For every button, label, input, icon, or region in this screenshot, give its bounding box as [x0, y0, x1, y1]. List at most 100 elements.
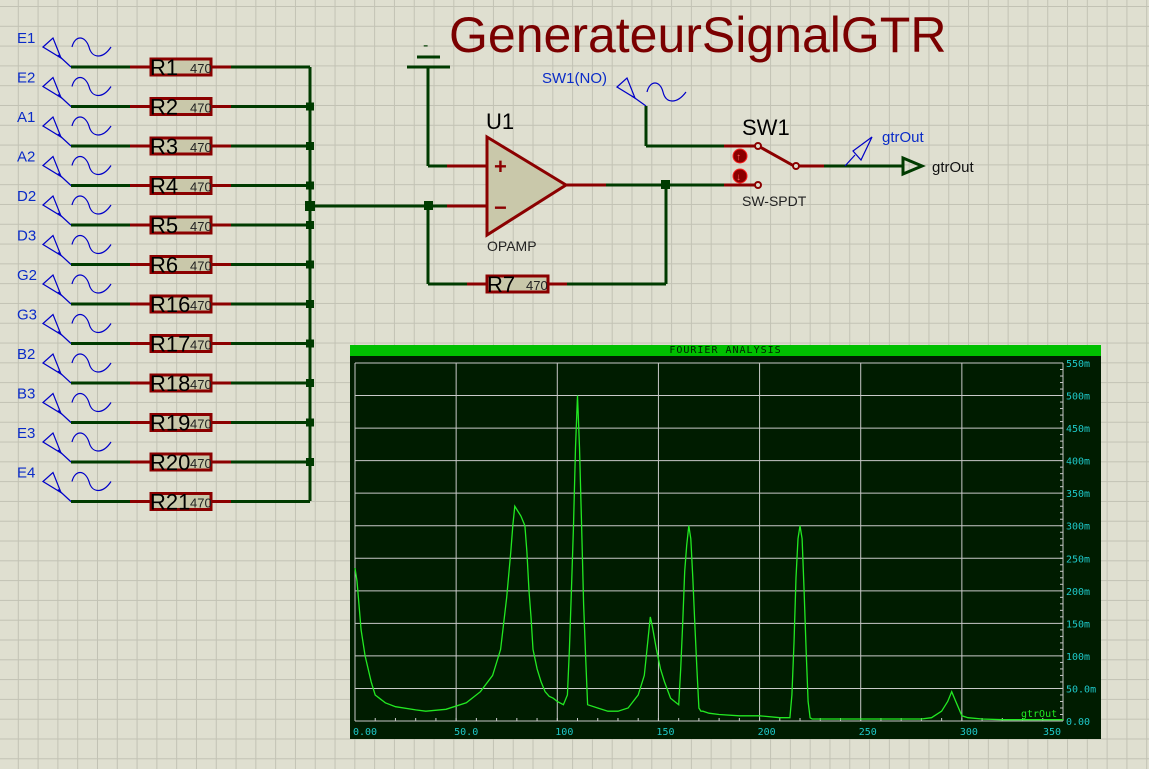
junction-bus [305, 201, 315, 211]
resistor-ref: R1 [150, 55, 178, 80]
switch-type: SW-SPDT [742, 193, 807, 209]
switch-down-button[interactable]: ↓ [732, 168, 748, 184]
schematic-title: GenerateurSignalGTR [449, 7, 946, 63]
generator-arrow-icon [42, 431, 63, 455]
sine-wave-icon [71, 274, 112, 294]
y-tick-label: 200m [1066, 587, 1090, 598]
generator-sw1-no[interactable]: SW1(NO) [542, 70, 724, 148]
resistor-ref: R3 [150, 134, 178, 159]
resistor-value: 470 [190, 456, 212, 471]
sine-wave-icon [71, 234, 112, 255]
generator-label: B3 [17, 386, 35, 403]
resistor-value: 470 [190, 338, 212, 353]
opamp-minus-sign: − [494, 195, 507, 220]
y-tick-label: 250m [1066, 554, 1090, 565]
svg-text:-: - [423, 37, 428, 54]
y-tick-label: 100m [1066, 652, 1090, 663]
resistor-ref: R2 [150, 95, 178, 120]
generator-arrow-icon [42, 76, 63, 99]
y-tick-label: 50.0m [1066, 684, 1096, 695]
generator-label: E4 [17, 465, 35, 482]
ground-symbol: - [407, 37, 450, 168]
generator-label: A1 [17, 109, 35, 126]
switch-sw1[interactable]: SW1 SW-SPDT [724, 115, 824, 209]
x-tick-label: 0.00 [353, 727, 377, 738]
generator-arrow-icon [42, 194, 63, 218]
sine-wave-icon [71, 392, 112, 413]
sine-wave-icon [71, 353, 112, 373]
resistor-value: 470 [190, 417, 212, 432]
generator-label: E1 [17, 30, 35, 47]
x-tick-label: 100 [555, 727, 573, 738]
terminal-label: gtrOut [932, 159, 975, 176]
sine-wave-icon [71, 195, 112, 215]
voltage-probe[interactable]: gtrOut [844, 129, 925, 167]
generator-arrow-icon [42, 392, 63, 415]
resistor-value: 470 [190, 298, 212, 313]
resistor-value: 470 [190, 101, 212, 116]
series-line-gtrOut [354, 395, 1063, 721]
resistor-value: 470 [190, 377, 212, 392]
y-tick-label: 300m [1066, 522, 1090, 533]
resistor-ref: R19 [150, 411, 190, 436]
resistor-ref: R4 [150, 174, 178, 199]
generator-arrow-icon [42, 313, 63, 336]
junction-minus [424, 201, 433, 210]
resistor-r7[interactable]: R7 470 [426, 185, 668, 297]
opamp-ref: U1 [486, 109, 514, 134]
resistor-ref: R18 [150, 371, 190, 396]
generator-arrow-icon [42, 36, 63, 60]
r7-ref: R7 [487, 272, 515, 297]
x-tick-label: 200 [758, 727, 776, 738]
sine-wave-icon [71, 37, 112, 57]
resistor-value: 470 [190, 219, 212, 234]
arrow-up-icon: ↑ [736, 152, 741, 163]
generator-arrow-icon [42, 273, 63, 297]
probe-label: gtrOut [882, 129, 925, 146]
switch-up-button[interactable]: ↑ [732, 148, 748, 164]
resistor-value: 470 [190, 259, 212, 274]
generator-arrow-icon [42, 115, 63, 139]
resistor-ref: R6 [150, 253, 178, 278]
sine-wave-icon [71, 313, 112, 334]
generator-arrow-icon [42, 352, 63, 376]
sine-wave-icon [71, 155, 112, 176]
generator-arrow-icon [42, 471, 63, 494]
resistor-value: 470 [190, 496, 212, 511]
y-tick-label: 500m [1066, 392, 1090, 403]
y-tick-label: 150m [1066, 619, 1090, 630]
x-tick-label: 300 [960, 727, 978, 738]
junction-out [661, 180, 670, 189]
sine-wave-icon [71, 432, 112, 452]
generator-label: A2 [17, 149, 35, 166]
y-tick-label: 400m [1066, 457, 1090, 468]
output-terminal[interactable]: gtrOut [901, 155, 975, 177]
legend-entry: gtrOut [1021, 709, 1057, 720]
generator-label: D2 [17, 188, 36, 205]
sine-wave-icon [71, 116, 112, 136]
graph-title-bar[interactable]: FOURIER ANALYSIS [350, 345, 1101, 356]
y-tick-label: 550m [1066, 359, 1090, 370]
sine-wave-icon [71, 76, 112, 97]
opamp-u1[interactable]: + − U1 OPAMP [447, 109, 606, 254]
generator-label: E3 [17, 425, 35, 442]
generator-label: G3 [17, 307, 37, 324]
resistor-ref: R17 [150, 332, 190, 357]
generator-label: D3 [17, 228, 36, 245]
y-tick-label: 0.00 [1066, 717, 1090, 728]
resistor-value: 470 [190, 180, 212, 195]
opamp-plus-sign: + [494, 154, 507, 179]
